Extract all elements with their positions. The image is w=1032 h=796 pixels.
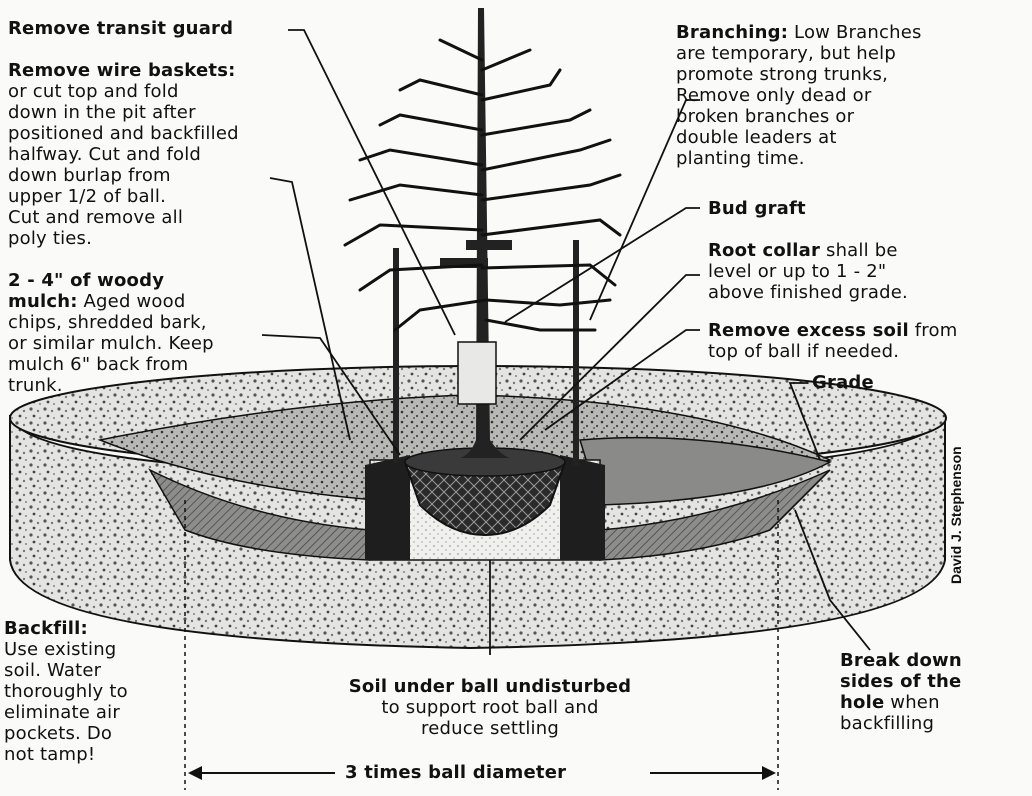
label-transit-guard: Remove transit guard: [8, 18, 233, 39]
label-backfill: Backfill: Use existing soil. Water thoro…: [4, 618, 184, 765]
label-woody-mulch: 2 - 4" of woody mulch: Aged wood chips, …: [8, 270, 288, 396]
label-grade: Grade: [812, 372, 874, 393]
label-bud-graft: Bud graft: [708, 198, 806, 219]
label-ball-diameter: 3 times ball diameter: [345, 762, 566, 783]
label-wire-baskets: Remove wire baskets: or cut top and fold…: [8, 60, 298, 249]
label-soil-under-ball: Soil under ball undisturbed to support r…: [300, 676, 680, 739]
label-excess-soil: Remove excess soil from top of ball if n…: [708, 320, 1028, 362]
label-branching: Branching: Low Branches are temporary, b…: [676, 22, 1026, 169]
artist-signature: David J. Stephenson: [948, 446, 964, 584]
label-break-down-sides: Break down sides of the hole when backfi…: [840, 650, 1020, 734]
label-root-collar: Root collar shall be level or up to 1 - …: [708, 240, 998, 303]
